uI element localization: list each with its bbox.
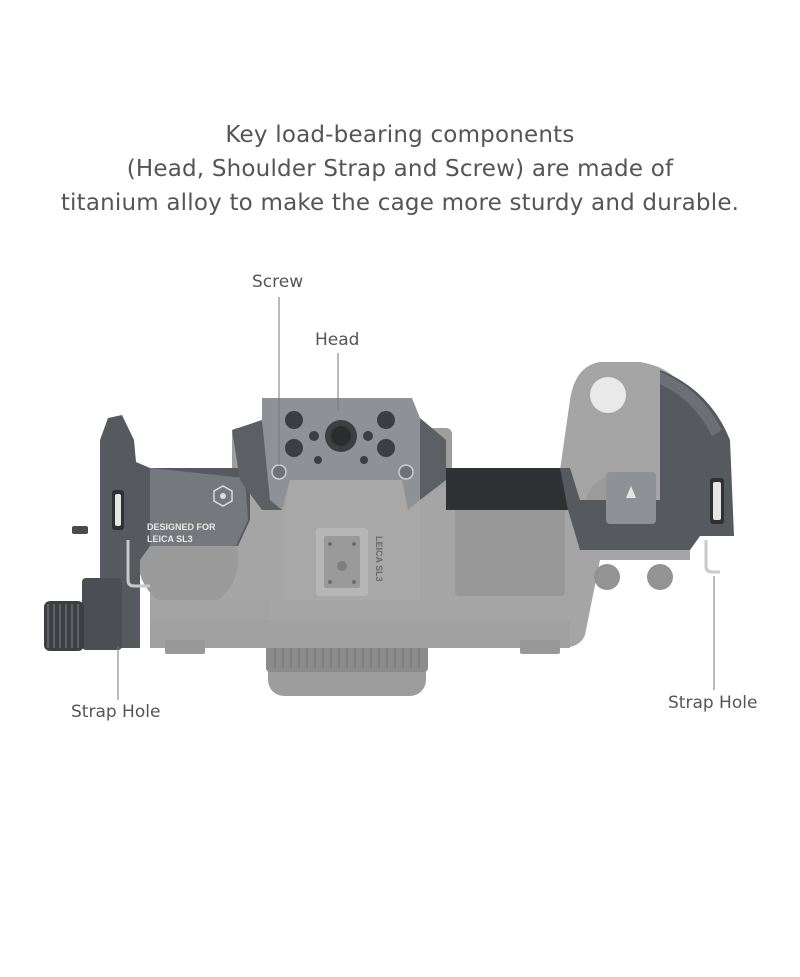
headline-line-3: titanium alloy to make the cage more stu…	[60, 190, 740, 216]
callout-screw: Screw	[252, 272, 304, 292]
rear-button-1	[594, 564, 620, 590]
brand-logo-icon	[213, 485, 233, 507]
arrow-up-icon	[626, 486, 636, 498]
callout-strap-hole-right: Strap Hole	[668, 693, 758, 713]
screw-icon	[271, 464, 287, 480]
right-grip-button	[590, 377, 626, 413]
callout-strap-hole-left: Strap Hole	[71, 702, 161, 722]
camera-cage	[44, 370, 734, 651]
designed-for-model: LEICA SL3	[147, 534, 193, 544]
headline-line-1: Key load-bearing components	[225, 122, 575, 148]
cage-left-clamp	[82, 578, 122, 650]
screw-icon-right	[398, 464, 414, 480]
designed-for-label: DESIGNED FOR	[147, 522, 216, 532]
rear-button-2	[647, 564, 673, 590]
headline-line-2: (Head, Shoulder Strap and Screw) are mad…	[126, 156, 674, 182]
callout-head: Head	[315, 330, 360, 350]
rear-screen	[455, 500, 565, 596]
callout-leaders	[117, 297, 715, 700]
headline: Key load-bearing components (Head, Shoul…	[0, 118, 800, 220]
camera-model-marking: LEICA SL3	[374, 536, 384, 582]
